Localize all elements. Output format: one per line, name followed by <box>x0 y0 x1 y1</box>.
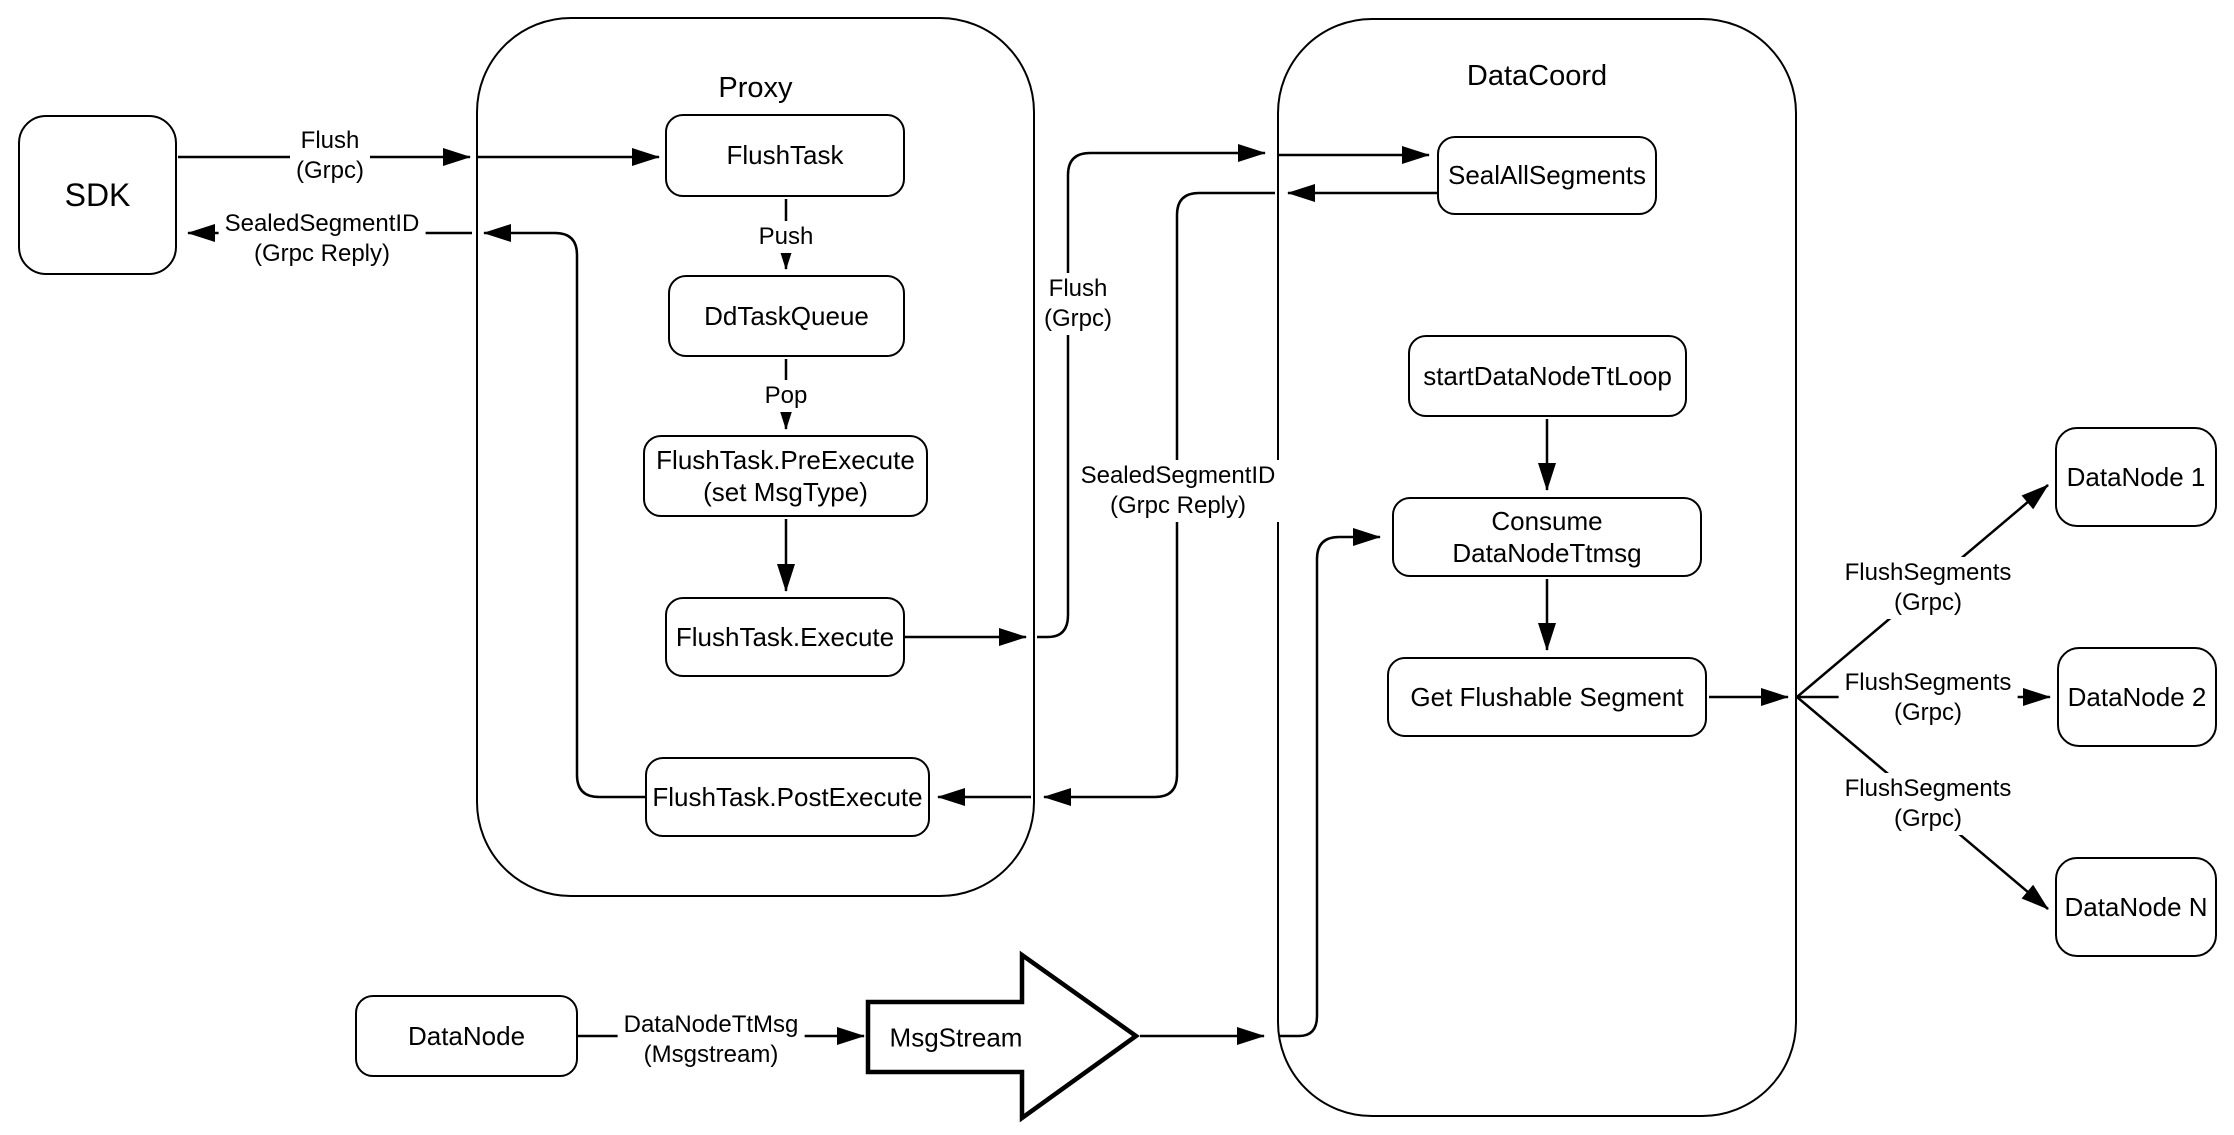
node-preexecute: FlushTask.PreExecute (set MsgType) <box>643 435 928 517</box>
node-execute: FlushTask.Execute <box>665 597 905 677</box>
edge-label-push: Push <box>752 221 820 253</box>
node-ddtaskqueue: DdTaskQueue <box>668 275 905 357</box>
proxy-container <box>476 17 1035 897</box>
edge-label-flush-grpc-mid: Flush (Grpc) <box>1038 273 1118 335</box>
node-sealallsegments: SealAllSegments <box>1437 136 1657 215</box>
edge-label-datanodettmsg: DataNodeTtMsg (Msgstream) <box>617 1009 805 1071</box>
msgstream-shape <box>865 950 1140 1123</box>
edge-proxy-to-datacoord-flush <box>1037 144 1266 639</box>
node-datanode2: DataNode 2 <box>2057 647 2217 747</box>
edge-label-sealedsegmentid-mid: SealedSegmentID (Grpc Reply) <box>1074 460 1282 522</box>
edge-border-to-consume <box>1279 528 1381 1038</box>
edge-label-sealedsegmentid-sdk: SealedSegmentID (Grpc Reply) <box>218 208 426 270</box>
node-datanode1: DataNode 1 <box>2055 427 2217 527</box>
datacoord-container-title: DataCoord <box>1466 60 1608 92</box>
edge-label-flushsegments-3: FlushSegments (Grpc) <box>1838 773 2018 835</box>
edge-label-pop: Pop <box>758 380 814 412</box>
proxy-container-title: Proxy <box>718 72 793 104</box>
node-getflushablesegment: Get Flushable Segment <box>1387 657 1707 737</box>
node-consumedatanodettmsg: Consume DataNodeTtmsg <box>1392 497 1702 577</box>
node-flushtask: FlushTask <box>665 114 905 197</box>
datacoord-container <box>1277 18 1797 1117</box>
edge-postexecute-to-proxy-border <box>483 224 645 799</box>
edge-label-flushsegments-2: FlushSegments (Grpc) <box>1838 667 2018 729</box>
msgstream-label: MsgStream <box>889 1022 1023 1053</box>
edge-label-flush-grpc-sdk: Flush (Grpc) <box>290 125 370 187</box>
node-sdk: SDK <box>18 115 177 275</box>
node-startdatanodettloop: startDataNodeTtLoop <box>1408 335 1687 417</box>
node-datanode: DataNode <box>355 995 578 1077</box>
node-datanoden: DataNode N <box>2055 857 2217 957</box>
edge-label-flushsegments-1: FlushSegments (Grpc) <box>1838 557 2018 619</box>
node-postexecute: FlushTask.PostExecute <box>645 757 930 837</box>
